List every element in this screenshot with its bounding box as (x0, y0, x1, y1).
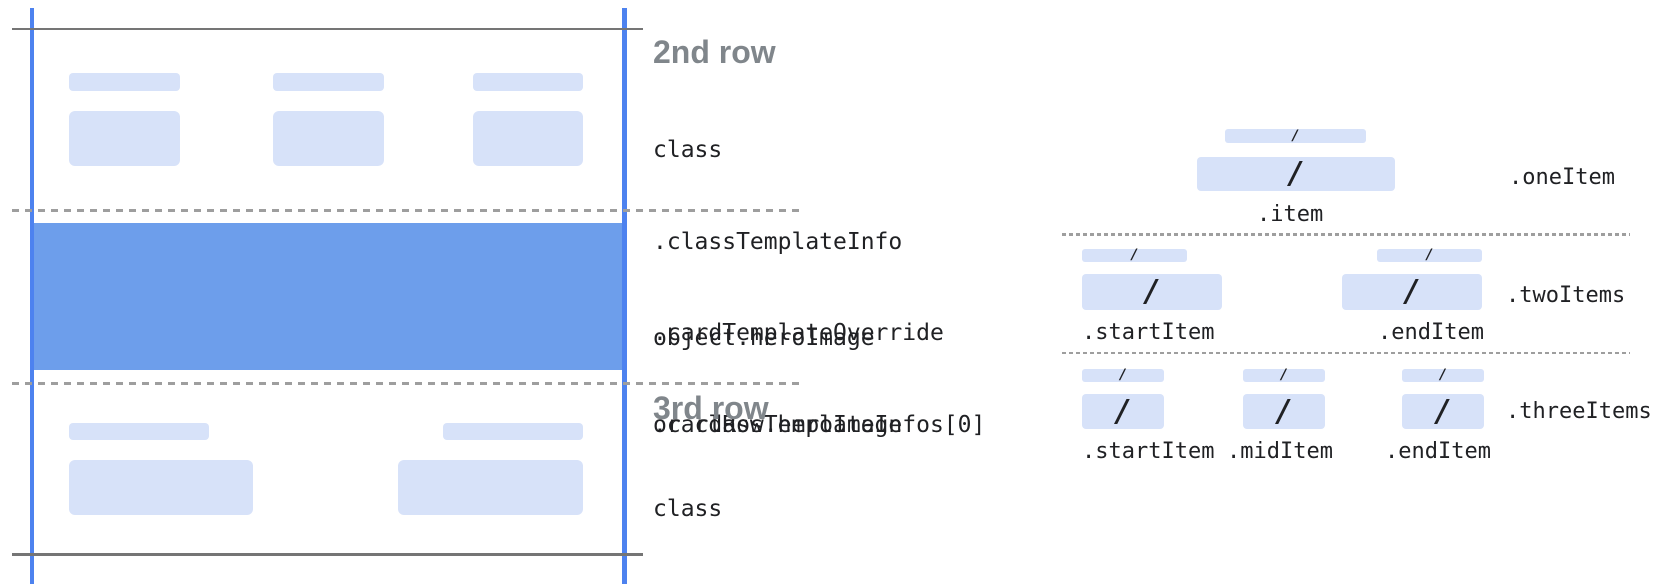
one-item-item-label: .item (1257, 202, 1324, 227)
slash-glyph: / (1433, 393, 1453, 429)
slash-glyph: / (1142, 274, 1162, 309)
one-item-value-bar: / (1197, 157, 1395, 191)
right-guide-line (622, 8, 627, 584)
slash-glyph: / (1118, 367, 1128, 383)
row3-col1-value-placeholder (69, 460, 253, 515)
three-items-mid-value-bar: / (1243, 394, 1325, 429)
three-items-start-value-bar: / (1082, 394, 1164, 429)
row2-col1-label-placeholder (69, 73, 180, 91)
three-items-mid-label-bar: / (1243, 367, 1325, 383)
second-row-heading: 2nd row (653, 34, 776, 70)
code-line: .classTemplateInfo (653, 228, 903, 255)
three-items-end-label: .endItem (1385, 439, 1491, 464)
row-divider-dashed-bottom (12, 382, 800, 385)
left-guide-line (29, 8, 34, 584)
code-line: .cardTemplateOverride (653, 320, 944, 346)
one-item-name: .oneItem (1509, 165, 1615, 190)
row2-col2-value-placeholder (273, 111, 384, 166)
code-line: .cardRowTemplateInfos[0] (653, 411, 986, 438)
two-items-start-label-bar: / (1082, 247, 1187, 263)
hero-image-band (34, 223, 622, 370)
slash-glyph: / (1402, 274, 1422, 309)
card-bottom-border (12, 553, 643, 556)
card-top-border (12, 27, 643, 30)
template-divider-dashed-1 (1062, 233, 1630, 236)
slash-glyph: / (1279, 367, 1289, 383)
slash-glyph: / (1113, 393, 1133, 429)
three-items-end-label-bar: / (1402, 367, 1484, 383)
row2-col1-value-placeholder (69, 111, 180, 166)
three-items-start-label-bar: / (1082, 367, 1164, 383)
two-items-name: .twoItems (1506, 283, 1626, 308)
three-items-mid-label: .midItem (1227, 439, 1333, 464)
row-divider-dashed-top (12, 208, 800, 212)
row2-col3-value-placeholder (473, 111, 583, 166)
two-items-start-value-bar: / (1082, 274, 1222, 310)
slash-glyph: / (1291, 127, 1300, 144)
code-line: class (653, 137, 723, 163)
row3-col1-label-placeholder (69, 423, 209, 440)
row2-col3-label-placeholder (473, 73, 583, 91)
two-items-start-label: .startItem (1082, 320, 1215, 345)
code-line: object.heroImage (653, 325, 875, 351)
slash-glyph: / (1274, 393, 1294, 429)
row3-col2-label-placeholder (443, 423, 583, 440)
code-line: or class.heroImage (653, 412, 903, 438)
two-items-end-value-bar: / (1342, 274, 1482, 310)
three-items-start-label: .startItem (1082, 439, 1215, 464)
code-line: class (653, 496, 723, 522)
slash-glyph: / (1425, 247, 1434, 263)
three-items-name: .threeItems (1506, 399, 1652, 424)
hero-image-code: object.heroImage or class.heroImage (653, 266, 902, 498)
slash-glyph: / (1286, 156, 1306, 191)
two-items-end-label: .endItem (1378, 320, 1484, 345)
third-row-heading: 3rd row (653, 390, 769, 426)
second-row-code: class .classTemplateInfo .cardTemplateOv… (653, 74, 985, 501)
template-divider-dashed-2 (1062, 351, 1630, 354)
slash-glyph: / (1130, 247, 1139, 263)
third-row-code: class .classTemplateInfo .cardTemplateOv… (653, 433, 985, 584)
three-items-end-value-bar: / (1402, 394, 1484, 429)
row3-col2-value-placeholder (398, 460, 583, 515)
row2-col2-label-placeholder (273, 73, 384, 91)
slash-glyph: / (1438, 367, 1448, 383)
two-items-end-label-bar: / (1377, 247, 1482, 263)
one-item-label-bar: / (1225, 129, 1366, 143)
